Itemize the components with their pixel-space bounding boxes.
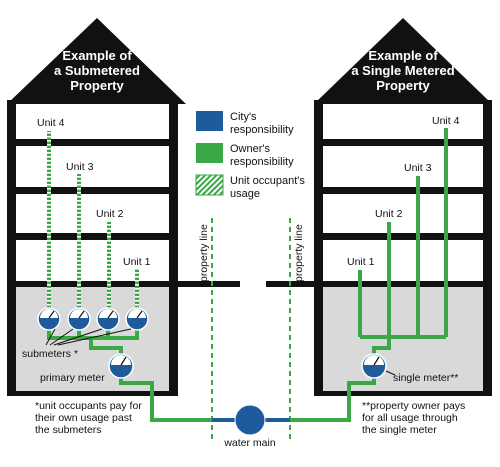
submeter-4: [125, 307, 149, 331]
right-floor-1: [314, 281, 492, 287]
legend-occupant-line1: Unit occupant's: [230, 175, 305, 187]
right-building: Example of a Single Metered Property Uni…: [290, 18, 492, 436]
right-unit-2-label: Unit 2: [375, 208, 403, 220]
legend-owner-line1: Owner's: [230, 143, 270, 155]
right-roof: [314, 18, 492, 104]
primary-meter: [108, 353, 134, 379]
water-main: [234, 404, 266, 436]
left-basement-floor: [7, 391, 178, 396]
left-footnote-line1: *unit occupants pay for: [35, 400, 142, 412]
left-wall-left: [7, 100, 16, 394]
city-service-right: [264, 418, 290, 422]
legend-city-line2: responsibility: [230, 124, 294, 136]
right-wall-right: [483, 100, 492, 394]
right-basement: [322, 287, 484, 393]
submeter-pointers: [45, 328, 132, 346]
submeters-label: submeters *: [22, 348, 78, 360]
submeter-3: [96, 307, 120, 331]
city-service-left: [212, 418, 236, 422]
left-floor-2: [7, 233, 178, 240]
right-unit-1-label: Unit 1: [347, 256, 375, 268]
legend-city-swatch: [196, 111, 223, 131]
single-meter-label: single meter**: [393, 372, 458, 384]
right-title-line1: Example of: [368, 48, 438, 63]
right-wall-left-basement: [314, 287, 323, 394]
single-meter-pointer: [385, 370, 396, 376]
left-title-line1: Example of: [62, 48, 132, 63]
right-footnote-line1: **property owner pays: [362, 400, 465, 412]
left-owner-piping: [47, 328, 214, 422]
primary-meter-label: primary meter: [40, 372, 105, 384]
legend-city-line1: City's: [230, 111, 257, 123]
property-line-label-right: property line: [293, 224, 305, 282]
right-unit-4-label: Unit 4: [432, 115, 460, 127]
left-wall-right-basement: [169, 287, 178, 394]
legend-occupant-line2: usage: [230, 188, 260, 200]
right-title-line3: Property: [376, 78, 430, 93]
property-line-label-left: property line: [198, 224, 210, 282]
right-floor-3: [314, 187, 492, 194]
left-unit-4-label: Unit 4: [37, 117, 65, 129]
right-basement-floor: [314, 391, 492, 396]
left-unit-1-label: Unit 1: [123, 256, 151, 268]
unit4-occupant-pipe: [47, 131, 51, 317]
submeter-1: [37, 307, 61, 331]
right-owner-piping: [290, 128, 448, 422]
left-building: Example of a Submetered Property Unit 4 …: [7, 18, 214, 436]
right-floor-2: [314, 233, 492, 240]
legend-occupant-swatch: [195, 174, 224, 196]
left-floor-1: [7, 281, 178, 287]
submeter-2: [67, 307, 91, 331]
unit2-occupant-pipe: [107, 222, 111, 317]
left-floor-3: [7, 187, 178, 194]
left-footnote-line2: their own usage past: [35, 412, 132, 424]
right-footnote-line2: for all usage through: [362, 412, 458, 424]
left-title-line2: a Submetered: [54, 63, 140, 78]
right-floor-4: [314, 139, 492, 146]
left-unit-2-label: Unit 2: [96, 208, 124, 220]
legend-owner-line2: responsibility: [230, 156, 294, 168]
water-main-label: water main: [223, 437, 276, 449]
right-footnote-line3: the single meter: [362, 424, 437, 436]
right-title-line2: a Single Metered: [351, 63, 454, 78]
legend-owner-swatch: [196, 143, 223, 163]
unit1-occupant-pipe: [135, 269, 139, 317]
left-floor-4: [7, 139, 178, 146]
left-footnote-line3: the submeters: [35, 424, 102, 436]
ground-line-left: [178, 281, 240, 287]
right-unit-3-label: Unit 3: [404, 162, 432, 174]
left-unit-3-label: Unit 3: [66, 161, 94, 173]
unit3-occupant-pipe: [77, 174, 81, 317]
left-roof: [7, 18, 186, 104]
single-meter: [361, 353, 387, 379]
legend: City's responsibility Owner's responsibi…: [195, 111, 305, 200]
left-title-line3: Property: [70, 78, 124, 93]
